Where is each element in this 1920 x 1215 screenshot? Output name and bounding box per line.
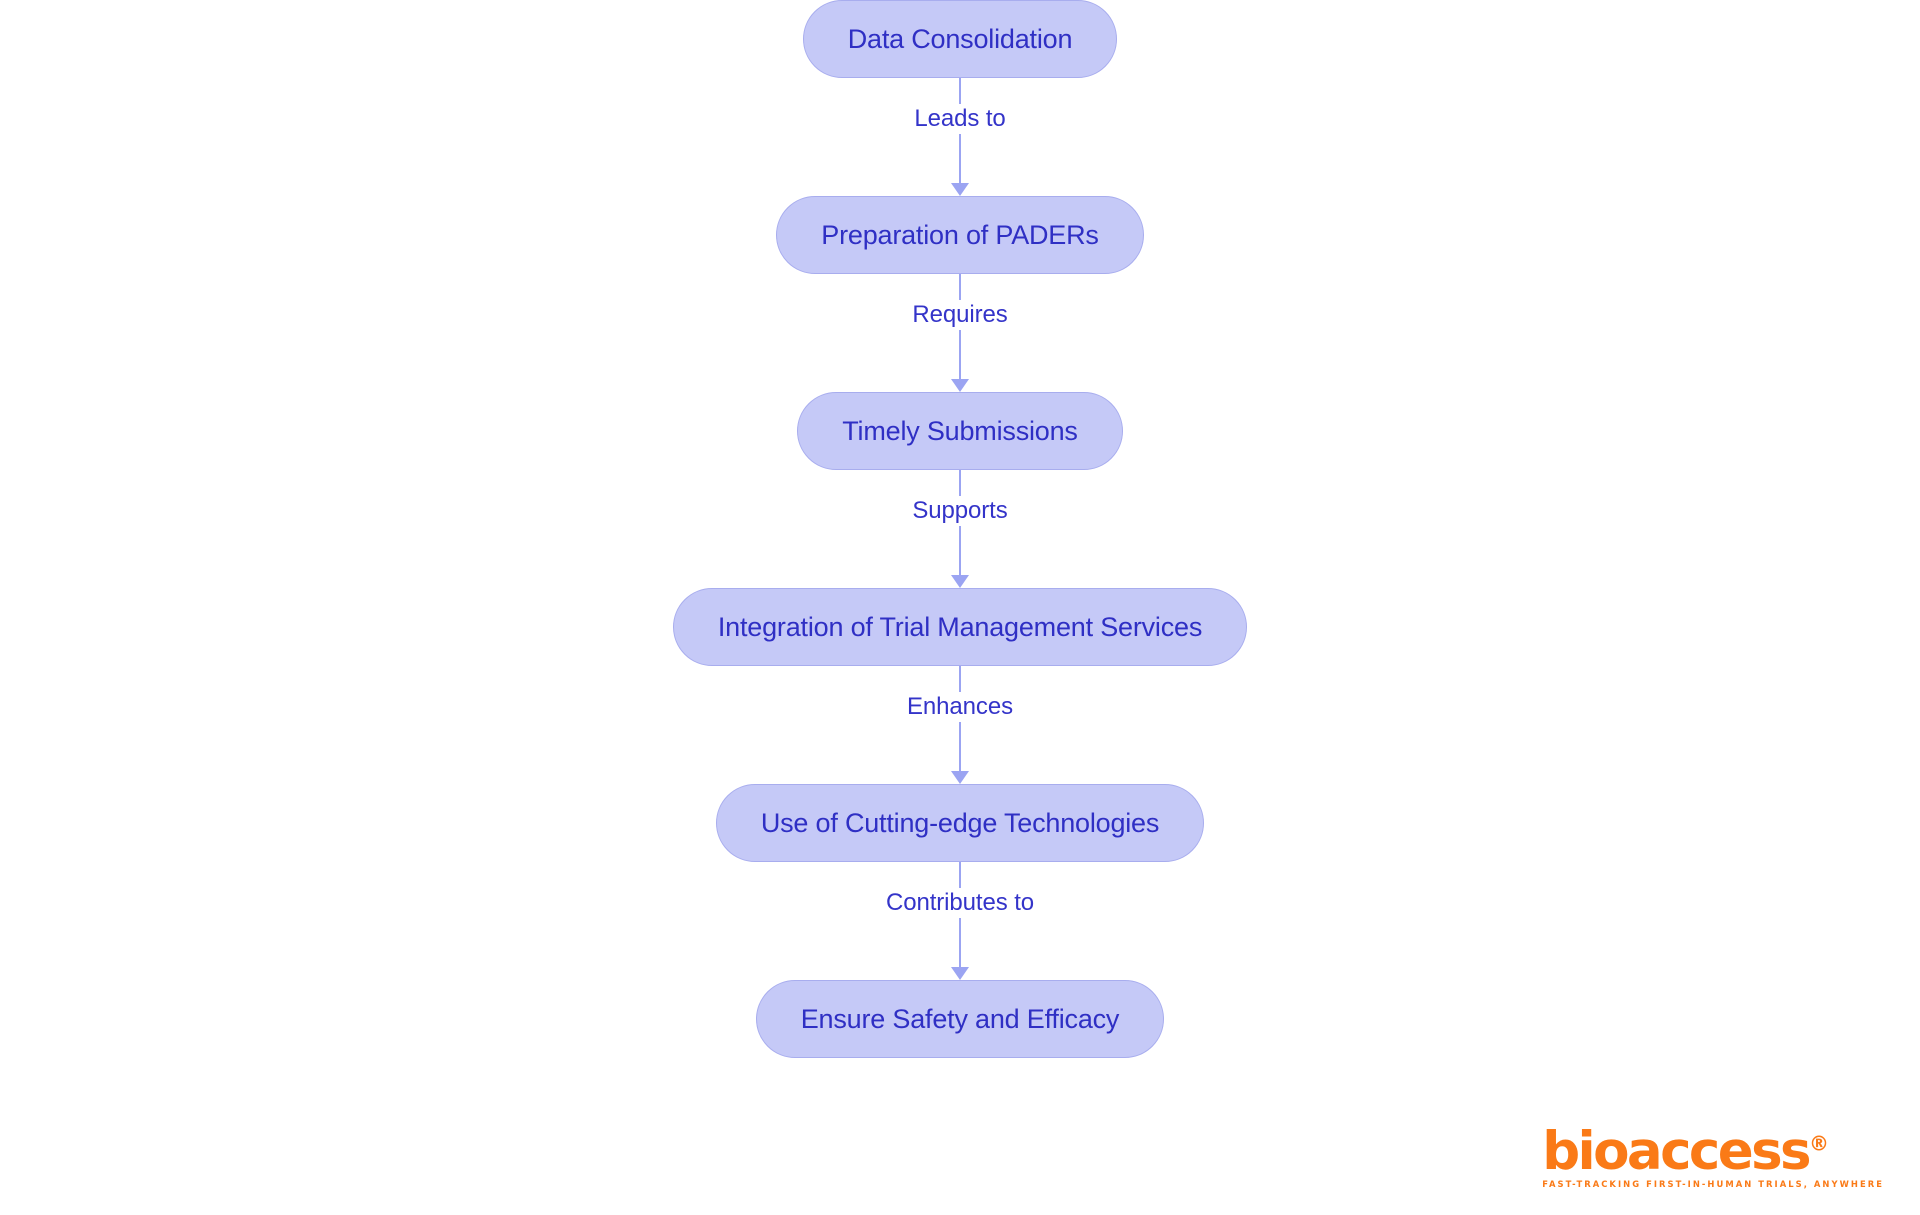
flow-edge-requires: Requires <box>905 274 1015 392</box>
flow-edge-contributes-to: Contributes to <box>878 862 1042 980</box>
edge-label-leads-to: Leads to <box>907 104 1013 134</box>
flow-edge-enhances: Enhances <box>900 666 1020 784</box>
flow-node-use-of-cutting-edge-technologies[interactable]: Use of Cutting-edge Technologies <box>715 784 1205 862</box>
edge-line-upper <box>958 666 962 696</box>
edge-line-lower <box>958 696 962 771</box>
bioaccess-logo: bioaccess® FAST-TRACKING FIRST-IN-HUMAN … <box>1542 1125 1884 1189</box>
edge-line-lower <box>958 892 962 967</box>
edge-line-upper <box>958 274 962 304</box>
flowchart: Data Consolidation Leads to Preparation … <box>672 0 1248 1058</box>
logo-wordmark-text: bioaccess <box>1542 1120 1811 1182</box>
arrowhead-icon <box>951 183 969 196</box>
registered-trademark-icon: ® <box>1808 1131 1829 1155</box>
edge-label-contributes-to: Contributes to <box>878 888 1042 918</box>
edge-label-requires: Requires <box>905 300 1015 330</box>
flow-node-data-consolidation[interactable]: Data Consolidation <box>802 0 1118 78</box>
edge-line-upper <box>958 78 962 108</box>
arrowhead-icon <box>951 771 969 784</box>
flow-node-ensure-safety-and-efficacy[interactable]: Ensure Safety and Efficacy <box>755 980 1165 1058</box>
flow-node-timely-submissions[interactable]: Timely Submissions <box>797 392 1123 470</box>
edge-label-supports: Supports <box>905 496 1015 526</box>
flow-edge-supports: Supports <box>905 470 1015 588</box>
arrowhead-icon <box>951 379 969 392</box>
edge-line-lower <box>958 500 962 575</box>
logo-tagline: FAST-TRACKING FIRST-IN-HUMAN TRIALS, ANY… <box>1542 1179 1884 1189</box>
flow-edge-leads-to: Leads to <box>907 78 1013 196</box>
edge-line-lower <box>958 108 962 183</box>
edge-line-upper <box>958 862 962 892</box>
logo-wordmark: bioaccess® <box>1542 1125 1829 1178</box>
edge-label-enhances: Enhances <box>900 692 1020 722</box>
edge-line-upper <box>958 470 962 500</box>
arrowhead-icon <box>951 575 969 588</box>
flow-node-integration-of-trial-management-services[interactable]: Integration of Trial Management Services <box>672 588 1248 666</box>
arrowhead-icon <box>951 967 969 980</box>
edge-line-lower <box>958 304 962 379</box>
flow-node-preparation-of-paders[interactable]: Preparation of PADERs <box>776 196 1144 274</box>
